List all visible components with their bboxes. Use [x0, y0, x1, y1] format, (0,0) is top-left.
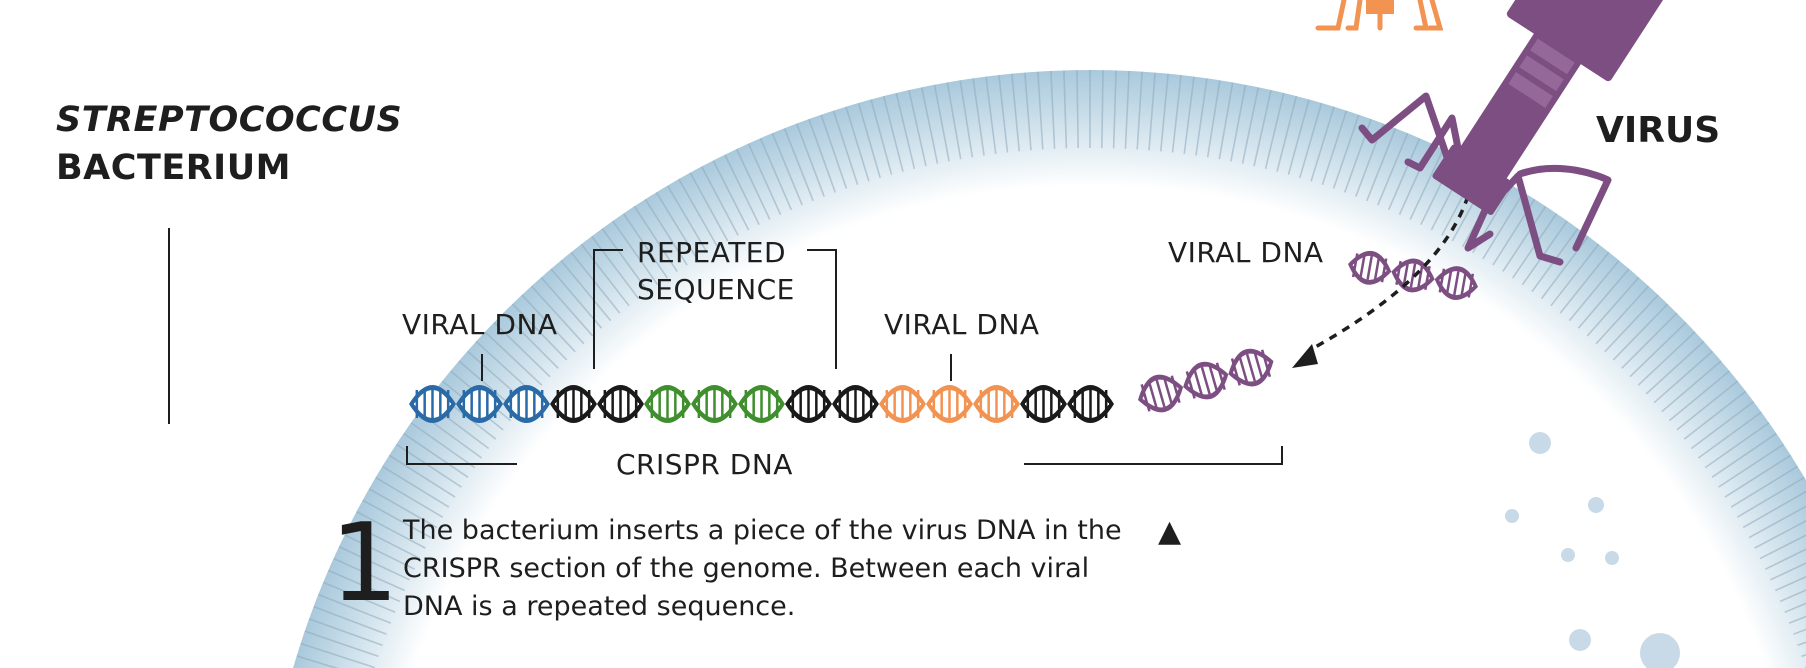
particle	[1505, 509, 1519, 523]
dna-turn	[1138, 374, 1184, 413]
caption-line-2: CRISPR section of the genome. Between ea…	[403, 553, 1090, 584]
dna-turn	[926, 385, 973, 423]
viral-dna-label-incoming: VIRAL DNA	[1168, 236, 1324, 269]
dna-turn	[879, 385, 926, 423]
bacterium-species-name: STREPTOCOCCUS	[56, 100, 403, 140]
dna-turn	[1348, 250, 1392, 285]
repeated-sequence-label-line2: SEQUENCE	[637, 273, 795, 306]
dna-turn	[738, 385, 785, 423]
bacterium-label: BACTERIUM	[56, 148, 291, 188]
repeat-sequence-segment	[1020, 385, 1114, 423]
virus-label: VIRUS	[1596, 110, 1721, 151]
dna-turn	[1228, 348, 1274, 387]
crispr-dna-bracket	[406, 446, 1283, 465]
dna-turn	[1183, 361, 1229, 400]
repeat-sequence-segment	[550, 385, 644, 423]
crispr-dna-strand	[409, 385, 1114, 423]
particle	[1561, 548, 1575, 562]
viral-dna-label-2: VIRAL DNA	[884, 308, 1040, 341]
dna-turn	[409, 385, 456, 423]
dna-turn	[1434, 266, 1478, 301]
dna-turn	[691, 385, 738, 423]
dna-turn	[503, 385, 550, 423]
background-virus-body	[1366, 0, 1394, 14]
bacterium-membrane	[292, 70, 1806, 668]
dna-turn	[785, 385, 832, 423]
caption-line-1: The bacterium inserts a piece of the vir…	[403, 515, 1122, 546]
dna-turn	[1067, 385, 1114, 423]
repeat-sequence-segment	[785, 385, 879, 423]
dna-turn	[550, 385, 597, 423]
dna-turn	[832, 385, 879, 423]
caption-line-3: DNA is a repeated sequence.	[403, 591, 796, 622]
particle	[1529, 432, 1551, 454]
injection-path-arrow	[1309, 195, 1470, 352]
dna-turn	[456, 385, 503, 423]
dna-turn	[597, 385, 644, 423]
viral-dna-label-1: VIRAL DNA	[402, 308, 558, 341]
step-number: 1	[330, 501, 399, 626]
bacteriophage-virus	[1315, 0, 1673, 266]
scroll-up-arrow-icon[interactable]: ▲	[1158, 514, 1182, 549]
viral-dna-segment	[879, 385, 1020, 423]
viral-dna-segment	[409, 385, 550, 423]
crispr-dna-label: CRISPR DNA	[616, 448, 793, 481]
dna-turn	[1020, 385, 1067, 423]
particle	[1588, 497, 1604, 513]
viral-dna-segment	[644, 385, 785, 423]
cytoplasm-particles	[1505, 432, 1680, 668]
injected-viral-dna	[1348, 250, 1478, 301]
dna-turn	[973, 385, 1020, 423]
repeated-sequence-label-line1: REPEATED	[637, 236, 787, 269]
step-caption: The bacterium inserts a piece of the vir…	[403, 512, 1122, 626]
arrowhead-icon	[1292, 344, 1318, 368]
particle	[1569, 629, 1591, 651]
particle	[1605, 551, 1619, 565]
particle	[1640, 633, 1680, 668]
dna-turn	[644, 385, 691, 423]
repeated-sequence-bracket	[593, 249, 837, 369]
inserted-viral-dna	[1138, 348, 1274, 413]
